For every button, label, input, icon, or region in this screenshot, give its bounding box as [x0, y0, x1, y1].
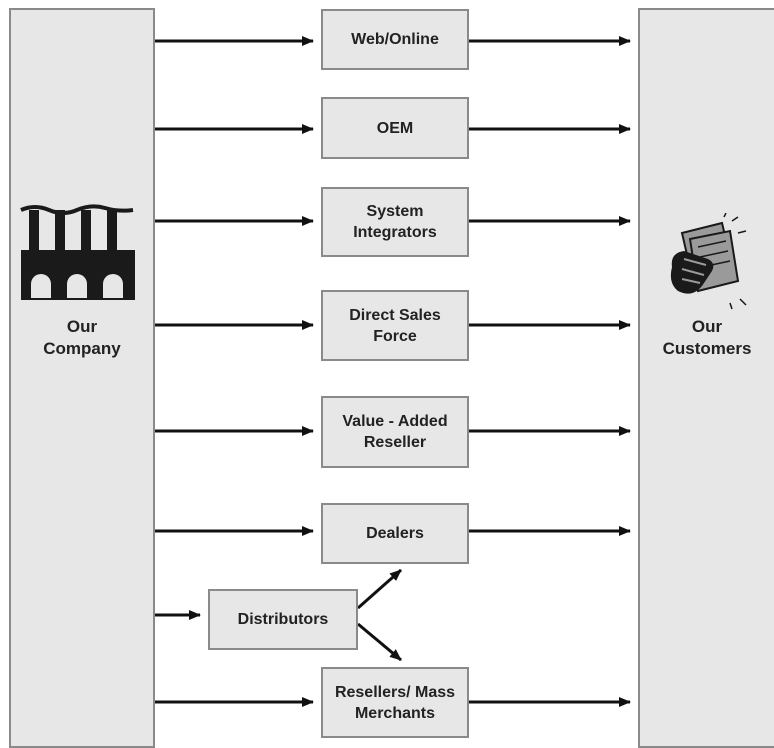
channel-resellers-mass-merchants: Resellers/ Mass Merchants: [321, 667, 469, 738]
arrow-distributors-to-resellers: [357, 622, 402, 662]
factory-icon: [20, 204, 135, 300]
our-customers-panel: Our Customers: [638, 8, 774, 748]
channel-value-added-reseller: Value - Added Reseller: [321, 396, 469, 468]
our-company-label: Our Company: [43, 317, 121, 358]
arrow-distributors-to-dealers: [357, 568, 402, 610]
intermediary-distributors: Distributors: [208, 589, 358, 650]
money-hand-icon: [670, 213, 747, 310]
our-customers-label: Our Customers: [662, 317, 752, 358]
our-company-panel: Our Company: [9, 8, 155, 748]
channel-web-online: Web/Online: [321, 9, 469, 70]
channel-direct-sales-force: Direct Sales Force: [321, 290, 469, 361]
channel-dealers: Dealers: [321, 503, 469, 564]
channel-oem: OEM: [321, 97, 469, 159]
channel-system-integrators: System Integrators: [321, 187, 469, 257]
